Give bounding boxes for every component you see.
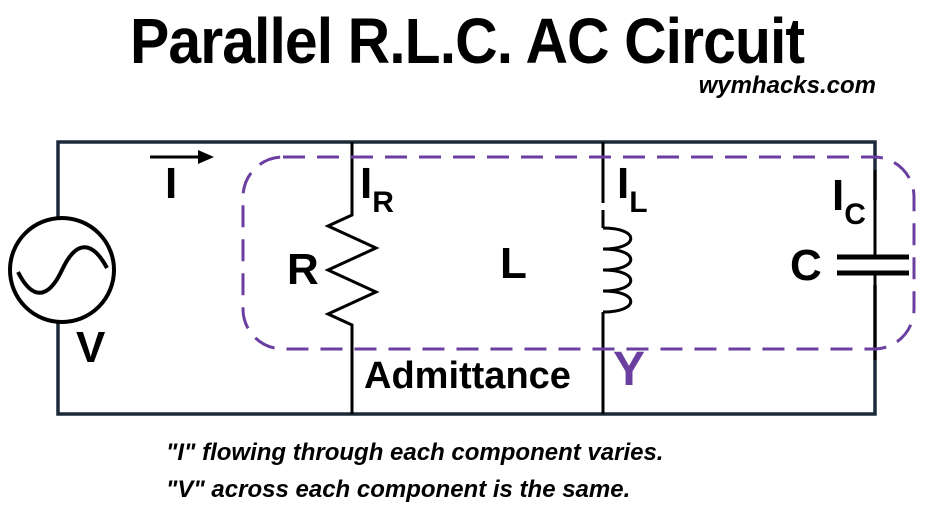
page-title: Parallel R.L.C. AC Circuit bbox=[130, 5, 805, 77]
note-current: "I" flowing through each component varie… bbox=[166, 439, 664, 466]
total-current-label: I bbox=[165, 159, 178, 208]
capacitor-current-main: I bbox=[832, 171, 845, 220]
capacitor-symbol-label: C bbox=[790, 241, 822, 290]
inductor-symbol-label: L bbox=[500, 239, 527, 288]
capacitor-current-subscript: C bbox=[844, 198, 866, 231]
admittance-boundary bbox=[241, 155, 916, 351]
source-voltage-label: V bbox=[76, 323, 106, 372]
sine-wave-icon bbox=[16, 245, 109, 295]
resistor-current-subscript: R bbox=[372, 186, 394, 219]
inductor-current-main: I bbox=[617, 159, 630, 208]
note-voltage: "V" across each component is the same. bbox=[166, 476, 631, 503]
admittance-symbol: Y bbox=[613, 343, 646, 396]
resistor-icon bbox=[324, 210, 380, 340]
resistor-symbol-label: R bbox=[287, 245, 319, 294]
inductor-icon bbox=[601, 210, 633, 340]
inductor-current-subscript: L bbox=[629, 186, 648, 219]
website-credit: wymhacks.com bbox=[698, 72, 876, 99]
wire-top bbox=[56, 140, 877, 217]
admittance-label: Admittance bbox=[364, 355, 571, 397]
resistor-current-main: I bbox=[360, 159, 373, 208]
inductor-current-label: IL bbox=[617, 159, 648, 218]
ac-source-icon bbox=[8, 216, 116, 324]
current-arrow-icon bbox=[150, 150, 214, 164]
resistor-current-label: IR bbox=[360, 159, 394, 218]
capacitor-current-label: IC bbox=[832, 171, 866, 230]
capacitor-icon bbox=[837, 170, 909, 360]
